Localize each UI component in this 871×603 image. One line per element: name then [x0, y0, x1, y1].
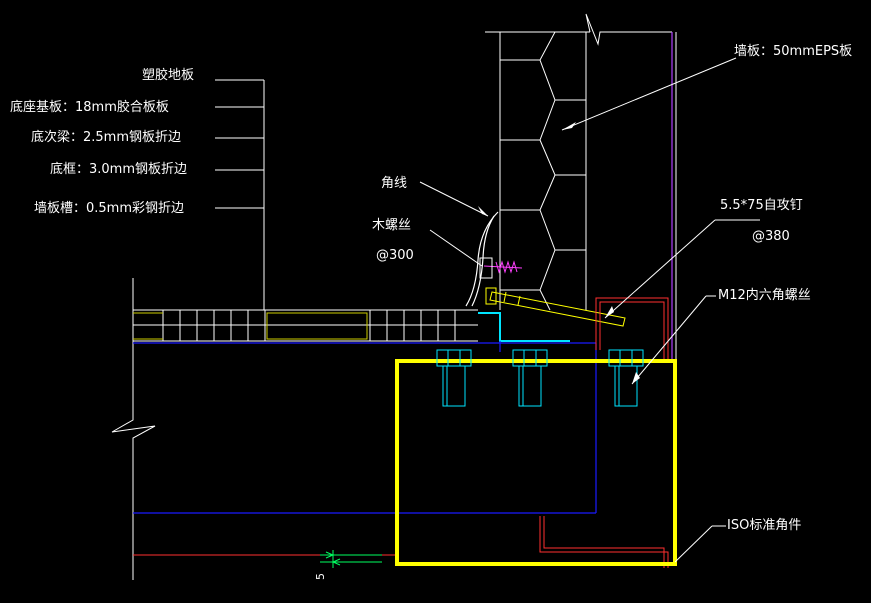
label-self-tap-screw: 5.5*75自攻钉	[720, 198, 803, 213]
leader-lines	[419, 57, 760, 563]
label-wood-screw: 木螺丝	[372, 218, 412, 233]
wall-channel	[478, 312, 570, 342]
label-corner-trim: 角线	[381, 176, 408, 191]
left-break-line	[111, 278, 156, 580]
label-bottom-frame: 底框：3.0mm钢板折边	[50, 162, 188, 177]
label-floor-vinyl: 塑胶地板	[142, 68, 195, 83]
plywood-outline	[133, 312, 368, 340]
self-tap-screw	[485, 287, 626, 327]
hex-bolt-1	[436, 349, 472, 407]
label-wall-channel: 墙板槽：0.5mm彩钢折边	[34, 201, 185, 216]
wood-screw	[483, 260, 523, 274]
label-hex-bolt: M12内六角螺丝	[718, 288, 811, 303]
screw-bracket	[479, 257, 493, 279]
label-wall-panel: 墙板：50mmEPS板	[734, 44, 853, 59]
iso-corner-casting	[395, 359, 677, 566]
leader-arrows	[478, 122, 640, 384]
left-leaders	[215, 79, 265, 310]
hex-bolt-2	[512, 349, 548, 407]
wall-panel	[485, 13, 672, 311]
red-detail-lines	[133, 297, 669, 568]
bottom-frame-blue	[133, 341, 597, 514]
dimension-5	[320, 550, 382, 568]
floor-deck	[133, 309, 478, 342]
label-wood-screw-spacing: @300	[376, 248, 414, 263]
label-sub-beam: 底次梁：2.5mm钢板折边	[31, 130, 182, 145]
label-self-tap-spacing: @380	[752, 229, 790, 244]
label-dimension-5: 5	[314, 573, 327, 580]
label-base-board: 底座基板：18mm胶合板板	[10, 100, 169, 115]
hex-bolt-3	[608, 349, 644, 407]
label-iso-corner: ISO标准角件	[727, 518, 802, 533]
